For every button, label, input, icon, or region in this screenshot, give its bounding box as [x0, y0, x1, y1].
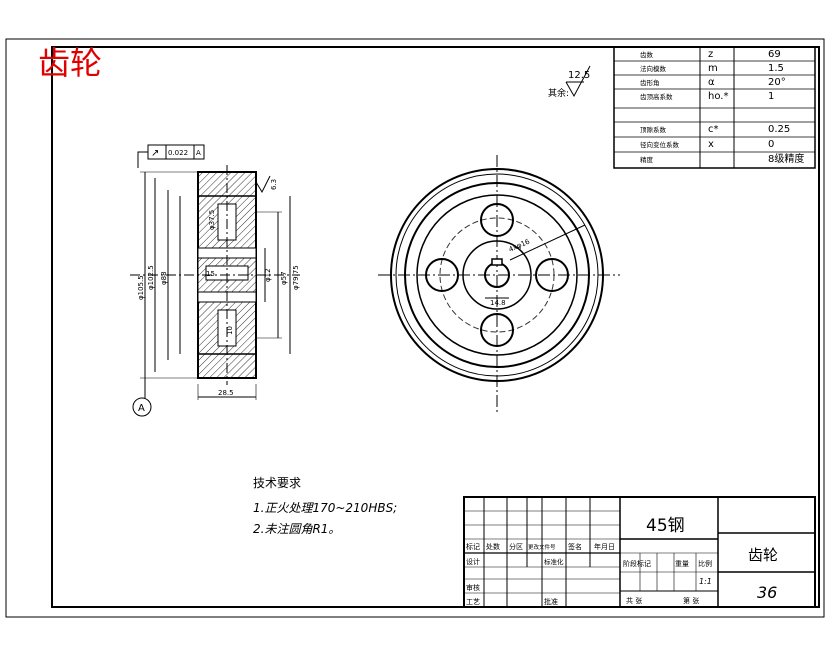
tech-requirements: 技术要求 1.正火处理170~210HBS; 2.未注圆角R1。	[253, 476, 397, 536]
stage-label: 阶段标记	[623, 559, 651, 568]
param-label-7: 精度	[640, 155, 654, 164]
weight-label: 重量	[675, 560, 689, 568]
material: 45钢	[646, 516, 685, 536]
hdr-2: 分区	[509, 542, 523, 551]
inner-frame	[51, 46, 820, 608]
roughness-value: 12.5	[568, 70, 590, 81]
title-block: 45钢 齿轮 36 1:1 标记 处数 分区 更改文件号 签名 年月日 设计 标…	[463, 496, 816, 608]
row-approve: 批准	[544, 597, 558, 606]
scale-label: 比例	[698, 559, 712, 568]
param-label-1: 法向模数	[640, 64, 667, 73]
param-label-3: 齿顶高系数	[640, 92, 673, 101]
local-roughness: 6.3	[270, 179, 278, 190]
param-label-5: 顶隙系数	[640, 125, 667, 134]
row-std: 标准化	[544, 557, 564, 566]
param-symbol-2: α	[708, 77, 715, 88]
param-symbol-6: x	[708, 139, 714, 150]
param-label-0: 齿数	[640, 50, 654, 59]
dim-web: 10	[226, 326, 234, 335]
part-name: 齿轮	[748, 546, 778, 564]
dim-width: 28.5	[218, 389, 234, 397]
tolerance-frame: ↗ 0.022 A	[137, 144, 205, 168]
param-value-6: 0	[768, 139, 774, 150]
param-label-2: 齿形角	[640, 78, 660, 87]
hdr-5: 年月日	[594, 542, 615, 551]
dim-d7: φ79.75	[292, 265, 300, 290]
param-value-2: 20°	[768, 77, 786, 88]
param-symbol-3: ho.*	[708, 91, 728, 102]
datum-marker	[132, 397, 152, 417]
dim-d2: φ102.5	[147, 265, 155, 290]
hdr-1: 处数	[486, 542, 500, 551]
hdr-4: 签名	[568, 542, 582, 551]
param-value-5: 0.25	[768, 124, 790, 135]
param-symbol-5: c*	[708, 124, 719, 135]
outer-frame	[5, 38, 825, 618]
tolerance-datum: A	[196, 149, 201, 157]
side-section-view: ↗ 0.022 A φ105.5 φ102.5 φ88 φ37.5	[130, 144, 300, 417]
param-value-0: 69	[768, 49, 781, 60]
tolerance-value: 0.022	[168, 149, 188, 157]
front-view: 4xφ16 14.8	[378, 155, 620, 415]
dim-d6: φ57	[280, 271, 288, 285]
row-process: 工艺	[466, 598, 480, 606]
row-review: 审核	[466, 583, 480, 592]
keyway-label: 14.8	[490, 299, 506, 307]
sheet-number: 第 张	[683, 596, 699, 605]
param-symbol-0: z	[708, 49, 713, 60]
datum-label: A	[138, 403, 145, 414]
parameter-table: 齿数 z 69 法向模数 m 1.5 齿形角 α 20° 齿顶高系数 ho.* 1 顶隙系数 c* 0.25…	[613, 46, 816, 169]
dim-d3: φ88	[160, 271, 168, 285]
dim-hub: 15	[206, 270, 215, 278]
drawing-number: 36	[757, 583, 777, 602]
roughness-symbol: 其余: 12.5	[548, 65, 591, 99]
param-symbol-1: m	[708, 63, 718, 74]
tech-heading: 技术要求	[253, 476, 301, 490]
dim-d5: φ12	[264, 268, 272, 282]
sheets-total: 共 张	[626, 596, 642, 605]
row-design: 设计	[466, 557, 480, 566]
param-value-7: 8级精度	[768, 152, 804, 165]
dim-d4: φ37.5	[208, 210, 216, 230]
param-label-6: 径向变位系数	[640, 140, 680, 149]
overlay-title: 齿轮	[38, 44, 102, 82]
scale-value: 1:1	[699, 577, 712, 586]
tech-item-2: 2.未注圆角R1。	[253, 522, 340, 536]
hdr-3: 更改文件号	[528, 543, 556, 551]
param-value-1: 1.5	[768, 63, 784, 74]
param-value-3: 1	[768, 91, 774, 102]
hdr-0: 标记	[466, 542, 480, 551]
roughness-label: 其余:	[548, 87, 569, 99]
tech-item-1: 1.正火处理170~210HBS;	[253, 501, 397, 515]
dim-d1: φ105.5	[137, 275, 145, 300]
runout-icon: ↗	[151, 148, 159, 159]
